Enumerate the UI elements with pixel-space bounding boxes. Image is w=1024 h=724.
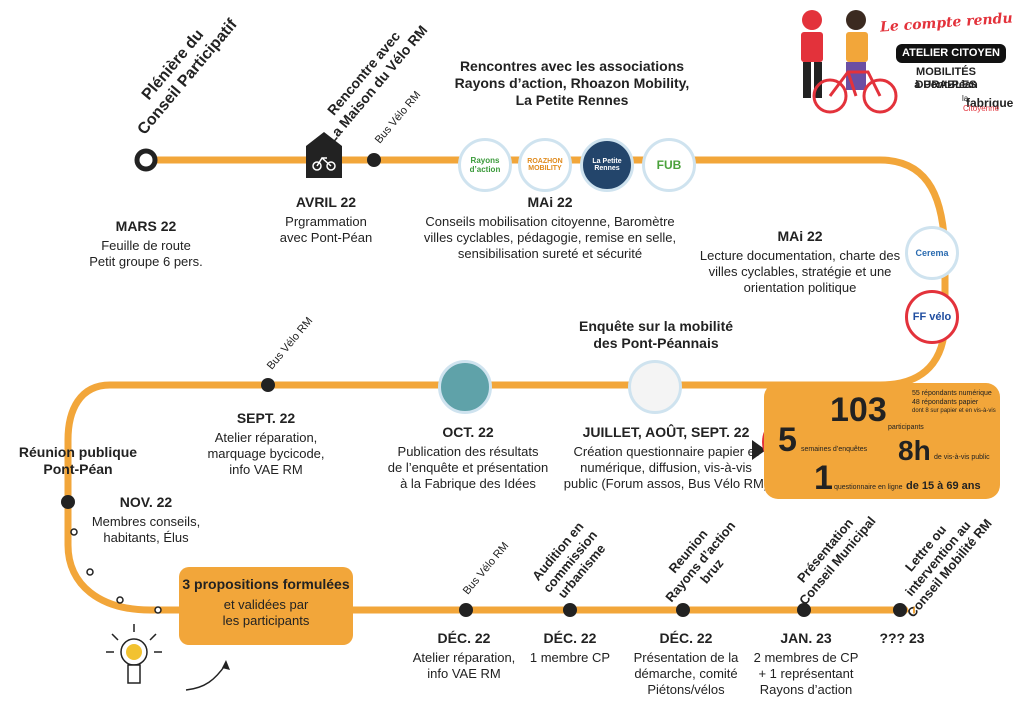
stat-note-2: 48 répondants papier <box>912 399 979 406</box>
date-mars: MARS 22 <box>115 218 177 234</box>
stats-panel <box>764 383 1000 499</box>
enquete-illustration <box>628 360 682 414</box>
brand-org-name: fabrique <box>966 96 1014 110</box>
brand-org-sub: Citoyenne <box>963 104 1000 113</box>
prop-text: et validées par les participants <box>222 597 310 628</box>
reunion-title: Réunion publique Pont-Péan <box>18 444 138 478</box>
date-unknown: ??? 23 <box>879 630 925 646</box>
brand-subtitle-1: MOBILITÉS DURABLES <box>915 66 977 92</box>
brand-subtitle-2: à Pont-Péan <box>914 79 978 91</box>
oct-illustration <box>438 360 492 414</box>
date-juillet: JUILLET, AOÛT, SEPT. 22 <box>582 424 750 440</box>
text-dec-2: 1 membre CP <box>529 650 611 665</box>
stat-note-1: 55 répondants numérique <box>912 390 992 397</box>
date-avril: AVRIL 22 <box>295 194 357 210</box>
stat-weeks-label: semaines d’enquêtes <box>801 446 868 453</box>
date-nov: NOV. 22 <box>119 494 173 510</box>
stat-note-3: dont 8 sur papier et en vis-à-vis <box>912 408 996 414</box>
logo-ffvelo: FF vélo <box>905 290 959 344</box>
text-mai: Conseils mobilisation citoyenne, Baromèt… <box>423 214 677 261</box>
stat-weeks-num: 5 <box>778 421 797 459</box>
stat-online-label: questionnaire en ligne <box>834 484 903 491</box>
stat-participants-label: participants <box>888 424 924 431</box>
date-jan: JAN. 23 <box>780 630 832 646</box>
logo-cerema: Cerema <box>905 226 959 280</box>
text-dec-3: Présentation de la démarche, comité Piét… <box>633 650 739 697</box>
brand-org-prefix: la <box>962 94 969 103</box>
brand-badge: ATELIER CITOYEN <box>896 44 1006 64</box>
logo-fub: FUB <box>642 138 696 192</box>
date-mai: MAi 22 <box>527 194 573 210</box>
text-oct: Publication des résultats de l’enquête e… <box>387 444 549 491</box>
stat-hours-num: 8h <box>898 435 931 466</box>
date-dec-3: DÉC. 22 <box>659 630 713 646</box>
text-mars: Feuille de route Petit groupe 6 pers. <box>89 238 203 269</box>
text-dec-1: Atelier réparation, info VAE RM <box>412 650 516 681</box>
date-dec-1: DÉC. 22 <box>437 630 491 646</box>
date-sept: SEPT. 22 <box>236 410 296 426</box>
text-mai-2: Lecture documentation, charte des villes… <box>699 248 901 295</box>
text-jan: 2 membres de CP + 1 représentant Rayons … <box>753 650 859 697</box>
lightbulb-icon <box>106 624 162 684</box>
text-juillet: Création questionnaire papier et numériq… <box>563 444 769 491</box>
text-avril: Prgrammation avec Pont-Péan <box>279 214 373 245</box>
cyclists-illustration <box>801 10 898 114</box>
stat-ages: de 15 à 69 ans <box>906 480 981 492</box>
bike-house-icon <box>306 132 342 178</box>
stat-hours-label: de vis-à-vis public <box>934 454 990 461</box>
text-sept: Atelier réparation, marquage bycicode, i… <box>207 430 325 477</box>
date-oct: OCT. 22 <box>442 424 494 440</box>
logo-petite-rennes: La Petite Rennes <box>580 138 634 192</box>
stat-participants-num: 103 <box>830 391 887 429</box>
propositions-box: 3 propositions formulées et validées par… <box>179 567 353 645</box>
date-mai-2: MAi 22 <box>777 228 823 244</box>
stat-online-num: 1 <box>814 459 833 497</box>
logo-rayons: Rayons d’action <box>458 138 512 192</box>
enquete-title: Enquête sur la mobilité des Pont-Péannai… <box>578 318 734 352</box>
assoc-title: Rencontres avec les associations Rayons … <box>454 58 690 109</box>
text-nov: Membres conseils, habitants, Élus <box>91 514 201 545</box>
logo-roazhon: ROAZHON MOBILITY <box>518 138 572 192</box>
prop-title: 3 propositions formulées <box>182 576 350 592</box>
date-dec-2: DÉC. 22 <box>543 630 597 646</box>
